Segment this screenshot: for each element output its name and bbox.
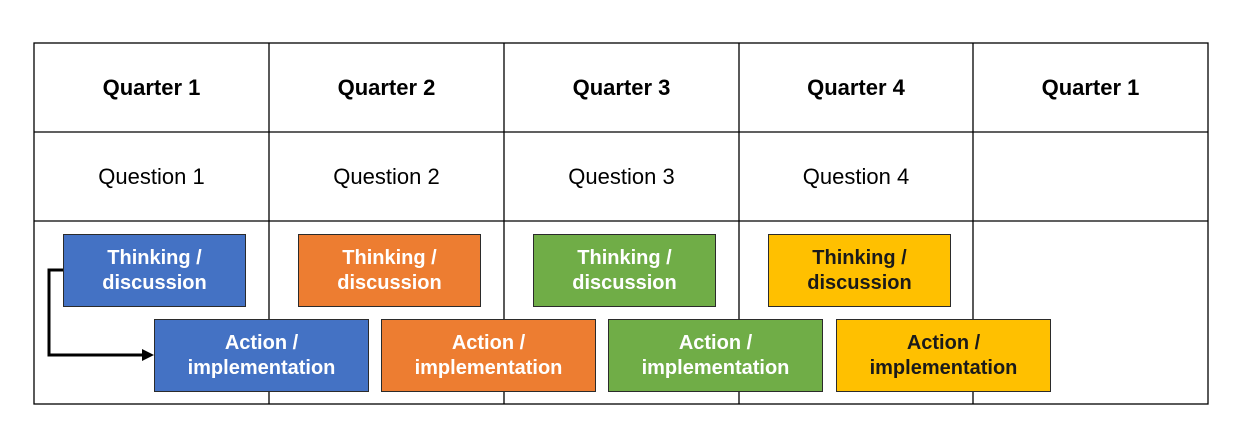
question-cell-2: Question 2 bbox=[333, 163, 440, 189]
thinking-box-1-line2: discussion bbox=[102, 271, 207, 294]
quarter-header-3: Quarter 3 bbox=[572, 74, 671, 100]
thinking-box-1-line1: Thinking / bbox=[107, 246, 202, 269]
thinking-box-1: Thinking /discussion bbox=[63, 234, 246, 307]
action-box-3: Action /implementation bbox=[608, 319, 823, 392]
action-box-3-line2: implementation bbox=[641, 356, 790, 379]
action-box-2: Action /implementation bbox=[381, 319, 596, 392]
question-cell-1: Question 1 bbox=[98, 163, 205, 189]
thinking-box-3-line1: Thinking / bbox=[577, 246, 672, 269]
action-box-2-line2: implementation bbox=[414, 356, 563, 379]
quarter-header-4: Quarter 4 bbox=[807, 74, 905, 100]
action-box-1-line2: implementation bbox=[187, 356, 336, 379]
question-cell-5 bbox=[973, 132, 1208, 221]
action-box-4-line2: implementation bbox=[869, 356, 1018, 379]
thinking-box-2-line1: Thinking / bbox=[342, 246, 437, 269]
action-box-1-line1: Action / bbox=[224, 331, 299, 354]
thinking-box-4-line1: Thinking / bbox=[812, 246, 907, 269]
thinking-box-3-line2: discussion bbox=[572, 271, 677, 294]
action-box-3-line1: Action / bbox=[678, 331, 753, 354]
table-border bbox=[33, 42, 1209, 405]
thinking-box-2: Thinking /discussion bbox=[298, 234, 481, 307]
question-cell-3: Question 3 bbox=[568, 163, 675, 189]
action-box-1: Action /implementation bbox=[154, 319, 369, 392]
action-box-4-line1: Action / bbox=[906, 331, 981, 354]
thinking-box-4: Thinking /discussion bbox=[768, 234, 951, 307]
thinking-box-3: Thinking /discussion bbox=[533, 234, 716, 307]
thinking-box-4-line2: discussion bbox=[807, 271, 912, 294]
thinking-box-2-line2: discussion bbox=[337, 271, 442, 294]
quarter-header-2: Quarter 2 bbox=[337, 74, 436, 100]
quarter-header-1: Quarter 1 bbox=[102, 74, 201, 100]
quarter-header-5: Quarter 1 bbox=[1041, 74, 1140, 100]
action-box-4: Action /implementation bbox=[836, 319, 1051, 392]
question-cell-4: Question 4 bbox=[802, 163, 910, 189]
action-box-2-line1: Action / bbox=[451, 331, 526, 354]
